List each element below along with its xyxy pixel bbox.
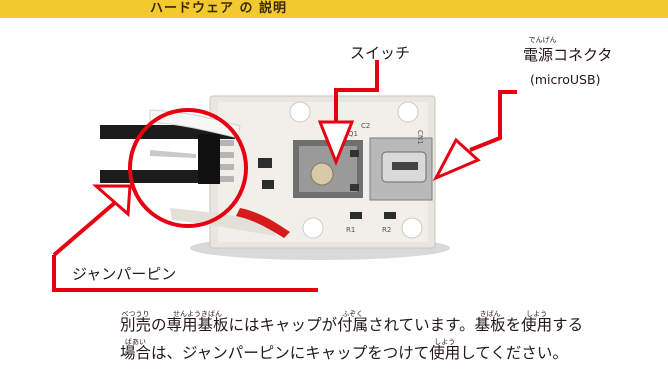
caption-segment: 別売べつうり	[120, 311, 152, 334]
caption-ruby: ばあい	[125, 338, 146, 346]
caption-text: にはキャップが	[228, 316, 338, 334]
caption-text: 使用	[521, 316, 553, 334]
mount-hole	[289, 101, 311, 123]
caption-line-2: 場合ばあいは、ジャンパーピンにキャップをつけて使用しようしてください。	[120, 339, 568, 362]
switch-label: スイッチ	[350, 44, 411, 62]
connector-sublabel: (microUSB)	[530, 72, 601, 87]
caption-segment: にはキャップが	[228, 316, 338, 334]
header-pin	[220, 140, 234, 146]
caption-text: 場合	[120, 344, 152, 362]
caption-text: 別売	[120, 316, 152, 334]
caption-ruby: しよう	[526, 310, 548, 318]
caption-segment: 専用基板せんようきばん	[166, 311, 229, 334]
caption-text: の	[151, 316, 167, 334]
switch-callout-arrow	[317, 120, 355, 167]
smd-resistor	[384, 212, 396, 219]
caption-ruby: せんようきばん	[173, 310, 223, 318]
caption-segment: する	[552, 316, 584, 334]
caption-segment: 付属ふぞく	[337, 311, 369, 334]
caption-segment: 使用しよう	[429, 339, 461, 362]
mount-hole	[397, 101, 419, 123]
black-cable	[100, 170, 210, 183]
connector-ruby: でんげん	[528, 36, 557, 44]
switch-lead	[350, 184, 359, 191]
caption-ruby: しよう	[434, 338, 456, 346]
caption-segment: してください。	[460, 344, 568, 362]
header-pin-lead	[150, 150, 196, 158]
micro-usb-slot	[392, 162, 418, 170]
caption-text: 使用	[429, 344, 461, 362]
section-header-title: ハードウェア の 説明	[150, 1, 288, 16]
jumper-label: ジャンパーピン	[72, 265, 177, 283]
jumper-highlight-circle	[128, 108, 248, 228]
caption-segment: は、ジャンパーピンにキャップをつけて	[151, 344, 430, 362]
mount-hole	[401, 217, 423, 239]
jumper-pin-header	[198, 134, 220, 184]
caption-text: する	[552, 316, 584, 334]
jumper-callout-frame	[52, 255, 318, 292]
switch-lead	[350, 150, 359, 157]
caption-text: 基板	[474, 316, 506, 334]
section-header-banner: ハードウェア の 説明	[0, 0, 668, 18]
caption-segment: 基板きばん	[474, 311, 506, 334]
red-wire	[236, 208, 290, 238]
caption-text: してください。	[460, 344, 568, 362]
mount-hole	[302, 217, 324, 239]
header-pin	[220, 152, 234, 158]
smd-component	[258, 158, 272, 168]
caption-text: 専用基板	[166, 316, 229, 334]
header-pin	[220, 164, 234, 170]
pale-cable	[170, 208, 276, 236]
caption-text: は、ジャンパーピンにキャップをつけて	[151, 344, 430, 362]
caption-text: 付属	[337, 316, 369, 334]
connector-label: 電源コネクタ でんげん	[523, 36, 613, 65]
caption-segment: 使用しよう	[521, 311, 553, 334]
header-pin	[220, 176, 234, 182]
silkscreen-cn1: CN1	[416, 130, 424, 145]
caption-segment: 場合ばあい	[120, 339, 152, 362]
tactile-switch-button	[310, 162, 334, 186]
caption-ruby: べつうり	[121, 310, 150, 318]
silkscreen-r1: R1	[346, 226, 355, 234]
caption-ruby: きばん	[479, 310, 501, 318]
silkscreen-q1: Q1	[348, 130, 358, 138]
caption-text: されています。	[368, 316, 475, 334]
caption-segment: を	[505, 316, 522, 334]
jumper-callout-arrow	[92, 184, 132, 218]
silkscreen-r2: R2	[382, 226, 391, 234]
caption-segment: の	[151, 316, 167, 334]
caption-ruby: ふぞく	[342, 310, 364, 318]
connector-label-main: 電源コネクタ でんげん	[523, 36, 613, 65]
silkscreen-c2: C2	[361, 122, 370, 130]
smd-resistor	[350, 212, 362, 219]
caption-line-1: 別売べつうりの専用基板せんようきばんにはキャップが付属ふぞくされています。基板き…	[120, 311, 584, 334]
caption-text: を	[505, 316, 522, 334]
jumper-callout-line	[52, 198, 120, 257]
connector-callout-arrow	[432, 137, 481, 182]
smd-component	[262, 180, 274, 189]
caption-segment: されています。	[368, 316, 475, 334]
switch-callout-line	[334, 60, 379, 128]
connector-callout-line	[469, 90, 517, 152]
